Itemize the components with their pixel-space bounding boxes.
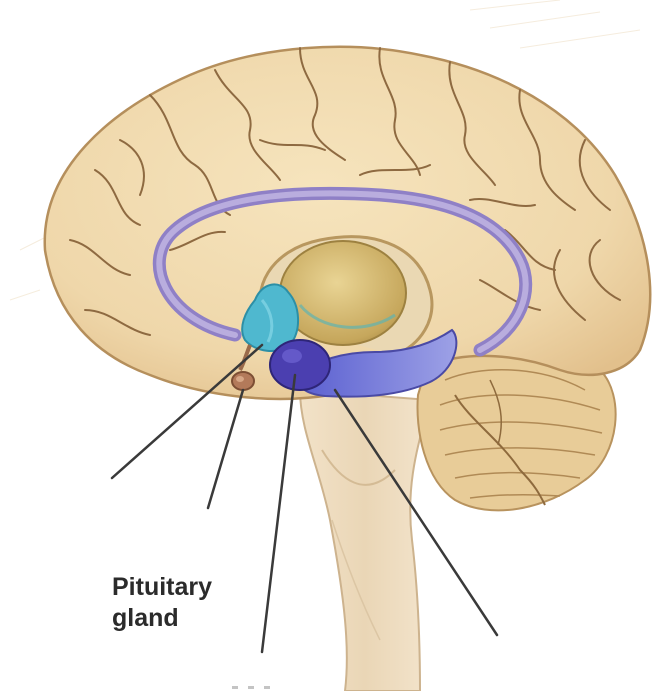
cerebrum [45, 47, 650, 399]
leader-line-pituitary [208, 390, 243, 508]
leader-line-amygdala [262, 375, 295, 652]
bottom-marks [232, 686, 270, 689]
pituitary-gland-label: Pituitary gland [112, 572, 212, 634]
thalamus [280, 241, 406, 345]
amygdala [270, 340, 330, 390]
pituitary-label-line1: Pituitary [112, 572, 212, 603]
pituitary-label-line2: gland [112, 603, 212, 634]
